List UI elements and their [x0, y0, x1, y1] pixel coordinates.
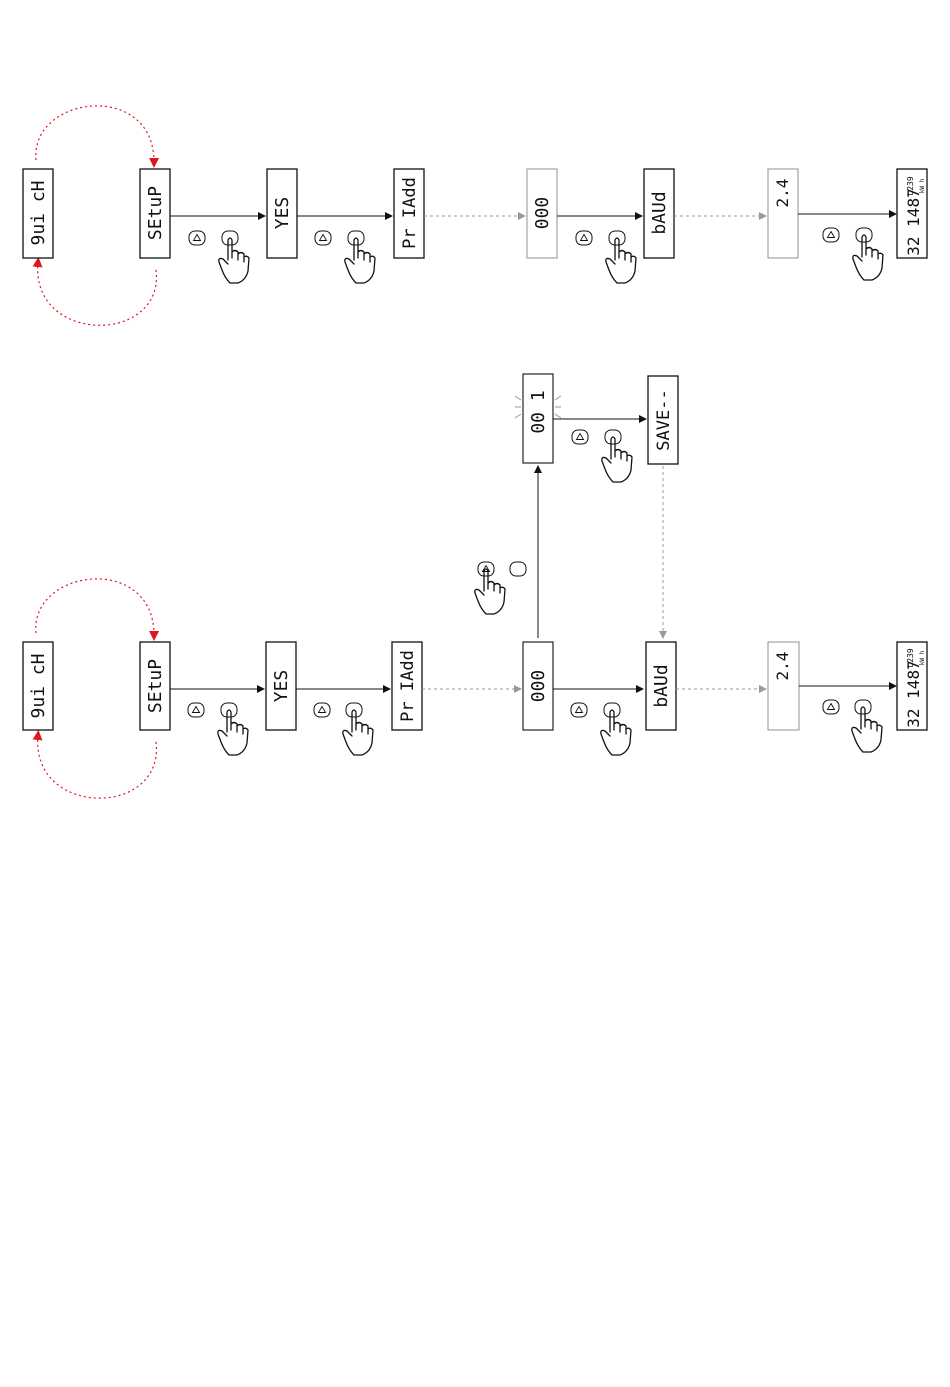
lcd-text: YES — [272, 197, 293, 230]
home-unit: kW h — [919, 650, 926, 665]
up-button-icon — [188, 703, 204, 717]
lcd-screen-baud: bAUd — [644, 169, 674, 258]
lcd-screen-home: 32 1487 L239 kW h — [897, 642, 927, 730]
lcd-text: Pr IAdd — [398, 650, 418, 722]
loop-arrow-bottom — [38, 735, 157, 798]
up-button-icon — [823, 700, 839, 714]
up-button-icon — [189, 231, 205, 245]
home-unit: kW h — [919, 178, 926, 193]
lcd-screen-baud-value: 2.4 — [768, 169, 798, 258]
lcd-screen-baud-value: 2.4 — [768, 642, 799, 730]
lcd-screen-yes: YES — [266, 642, 296, 730]
lcd-screen-home: 32 1487 L239 kW h — [897, 169, 927, 258]
lcd-screen-setup: SEtuP — [140, 169, 170, 258]
home-sub-value: L239 — [906, 176, 915, 195]
up-button-icon — [576, 231, 592, 245]
home-energy-value: 32 1487 — [904, 660, 923, 727]
lcd-text: SEtuP — [145, 186, 166, 240]
up-button-icon — [572, 430, 588, 444]
lcd-text: Pr IAdd — [400, 177, 420, 249]
lcd-text: 2.4 — [773, 179, 792, 208]
lcd-screen-save: SAVE-- — [648, 376, 678, 464]
lcd-text: SAVE-- — [654, 389, 674, 450]
enter-button-icon — [510, 562, 526, 576]
up-button-icon — [315, 231, 331, 245]
lcd-screen-baud: bAUd — [646, 642, 676, 730]
lcd-screen-address-value: 000 — [523, 642, 553, 730]
home-sub-value: L239 — [906, 648, 915, 667]
lcd-screen-qwich: 9ui cH — [23, 169, 53, 258]
lcd-text: bAUd — [649, 191, 670, 234]
lcd-text: YES — [271, 670, 292, 703]
lcd-text: 9ui cH — [28, 180, 49, 245]
loop-arrow-bottom — [38, 262, 157, 325]
up-button-icon — [823, 228, 839, 242]
lcd-screen-qwich: 9ui cH — [23, 642, 53, 730]
lcd-text: SEtuP — [145, 659, 166, 713]
row-2: 9ui cH SEtuP YES Pr IAdd 000 — [23, 374, 927, 798]
up-button-icon — [314, 703, 330, 717]
lcd-text: bAUd — [651, 664, 672, 707]
lcd-text: 2.4 — [773, 652, 792, 681]
row-1: 9ui cH SEtuP YES Pr IAdd 000 — [23, 106, 927, 325]
up-button-icon — [571, 703, 587, 717]
lcd-text: 000 — [532, 197, 553, 230]
home-energy-value: 32 1487 — [904, 188, 923, 255]
lcd-screen-primary-address: Pr IAdd — [392, 642, 422, 730]
lcd-text: 9ui cH — [28, 653, 49, 718]
loop-arrow-top — [36, 579, 154, 636]
lcd-screen-address-value: 000 — [527, 169, 557, 258]
lcd-text: 000 — [528, 670, 549, 703]
lcd-screen-primary-address: Pr IAdd — [394, 169, 424, 258]
loop-arrow-top — [36, 106, 154, 163]
lcd-screen-setup: SEtuP — [140, 642, 170, 730]
lcd-text: 00 1 — [528, 390, 549, 433]
lcd-screen-yes: YES — [267, 169, 297, 258]
